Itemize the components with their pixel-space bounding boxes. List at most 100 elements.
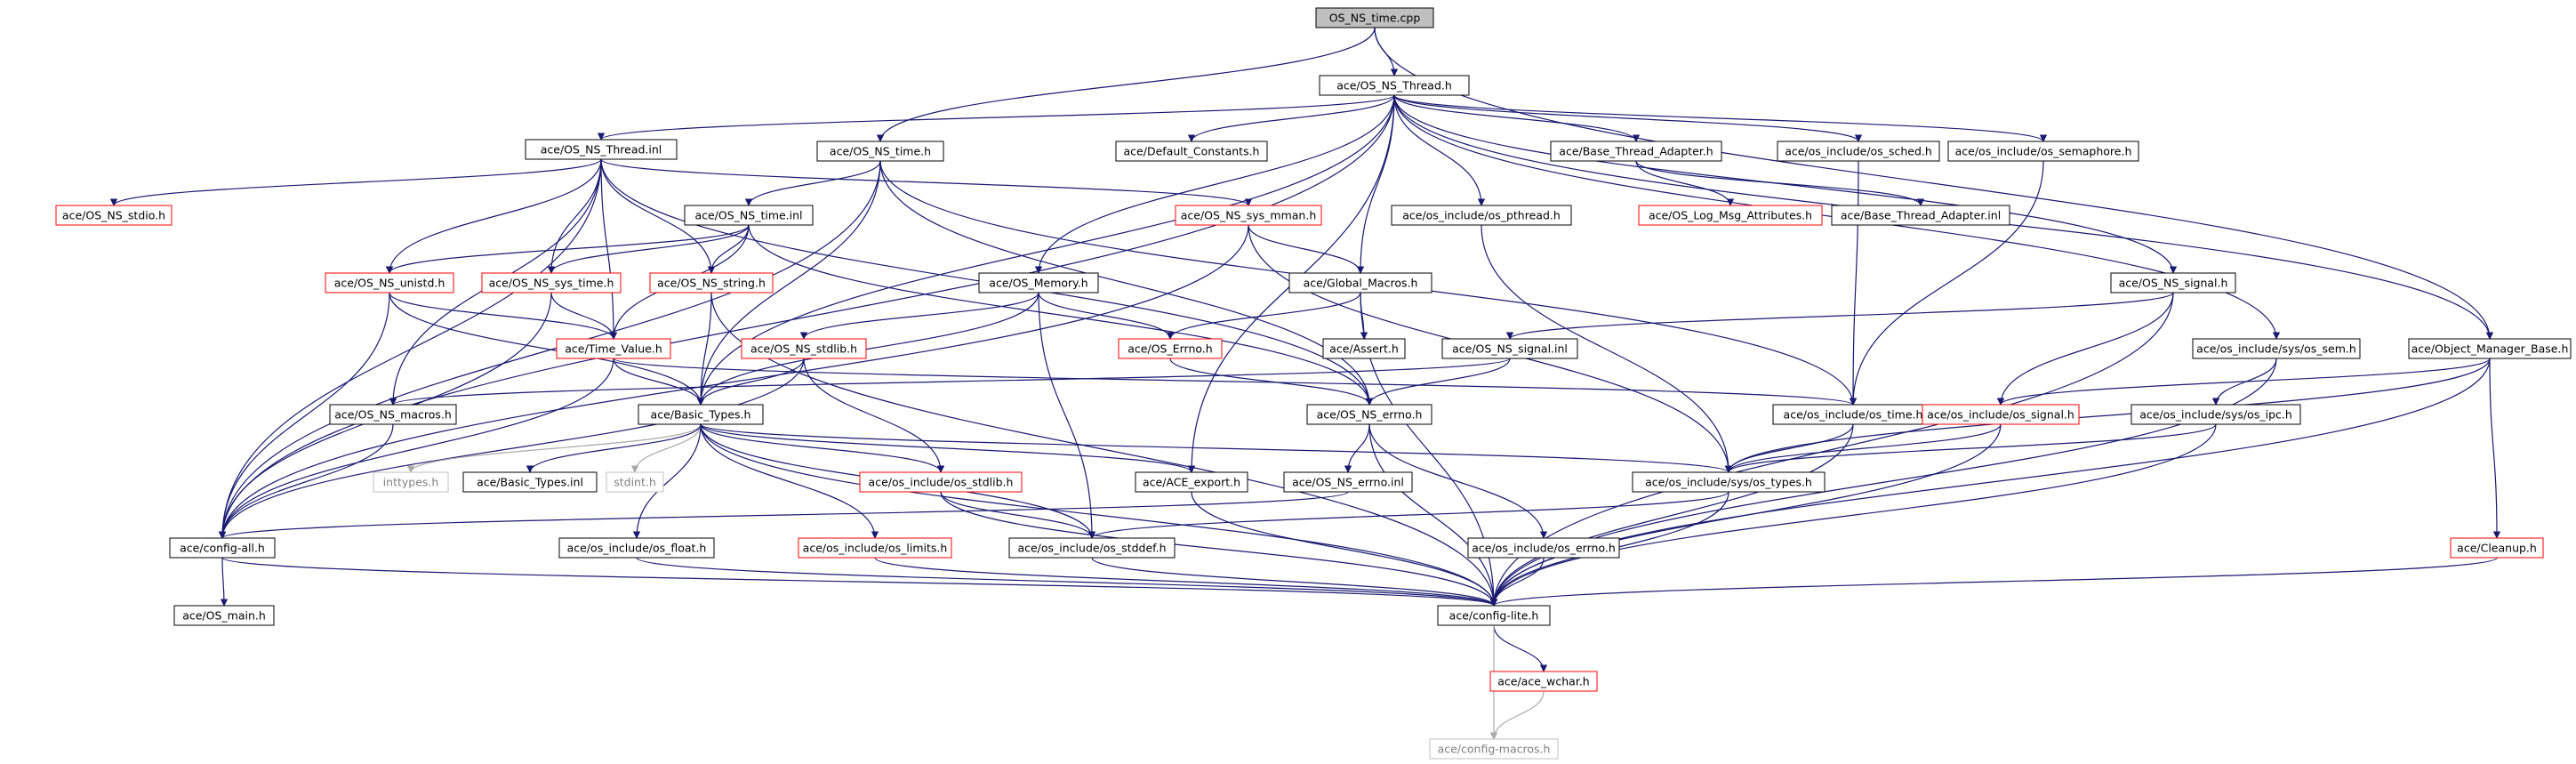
node-os-limits[interactable]: ace/os_include/os_limits.h [798, 537, 952, 559]
node-sys-time[interactable]: ace/OS_NS_sys_time.h [481, 272, 622, 294]
node-string[interactable]: ace/OS_NS_string.h [649, 272, 774, 294]
edge-thread_inl-to-unistd [385, 158, 602, 274]
edge-time_value-to-basic_types_h [613, 358, 705, 406]
node-stdint[interactable]: stdint.h [606, 471, 664, 493]
node-stdlib[interactable]: ace/OS_NS_stdlib.h [741, 338, 867, 359]
node-signal-inl[interactable]: ace/OS_NS_signal.inl [1441, 338, 1578, 359]
node-box [1322, 338, 1406, 359]
node-os-semaphore[interactable]: ace/os_include/os_semaphore.h [1947, 141, 2139, 162]
edge-signal_inl-to-ns_errno_h [1365, 358, 1511, 406]
edge-sys_mman-to-config_all [218, 224, 1249, 539]
edge-memory-to-errno_cls [1038, 292, 1175, 340]
node-box [481, 272, 622, 294]
node-os-sched[interactable]: ace/os_include/os_sched.h [1777, 141, 1940, 162]
edge-os_signal-to-config_lite [1489, 423, 2002, 607]
node-label: ace/OS_NS_signal.h [2119, 277, 2228, 290]
node-thread-h[interactable]: ace/OS_NS_Thread.h [1319, 75, 1470, 96]
edge-thread_inl-to-sys_mman [600, 158, 1252, 206]
edge-ace_export-to-config_lite [1191, 491, 1498, 607]
node-os-stdio[interactable]: ace/OS_NS_stdio.h [55, 205, 173, 226]
edge-basic_types_h-to-stdint [630, 423, 702, 473]
node-cleanup[interactable]: ace/Cleanup.h [2450, 537, 2544, 559]
node-base-thread-adapter-h[interactable]: ace/Base_Thread_Adapter.h [1550, 141, 1722, 162]
node-os-time[interactable]: ace/os_include/os_time.h [1772, 404, 1934, 425]
node-ns-macros[interactable]: ace/OS_NS_macros.h [329, 404, 457, 425]
node-time-h[interactable]: ace/OS_NS_time.h [816, 141, 944, 162]
node-os-float[interactable]: ace/os_include/os_float.h [558, 537, 715, 559]
node-box [2110, 272, 2236, 294]
node-label: ace/os_include/sys/os_types.h [1645, 476, 1812, 489]
node-os-sys-sem[interactable]: ace/os_include/sys/os_sem.h [2192, 338, 2361, 359]
edge-stdlib-to-config_all [218, 358, 805, 539]
node-ace-wchar[interactable]: ace/ace_wchar.h [1489, 671, 1598, 692]
edge-root-to-object_manager_base [1374, 27, 2494, 340]
node-sys-mman[interactable]: ace/OS_NS_sys_mman.h [1175, 205, 1322, 226]
node-errno-cls[interactable]: ace/OS_Errno.h [1118, 338, 1223, 359]
edge-unistd-to-config_all [218, 292, 390, 539]
node-label: ace/OS_NS_errno.h [1317, 408, 1423, 422]
node-root[interactable]: OS_NS_time.cpp [1315, 7, 1434, 28]
node-label: ace/OS_NS_time.inl [694, 209, 802, 222]
node-box [1437, 605, 1551, 626]
edge-thread_inl-to-string [600, 158, 716, 274]
node-basic-types-h[interactable]: ace/Basic_Types.h [638, 404, 764, 425]
node-os-errno[interactable]: ace/os_include/os_errno.h [1467, 537, 1620, 559]
node-os-ipc[interactable]: ace/os_include/sys/os_ipc.h [2131, 404, 2301, 425]
node-os-sys-types[interactable]: ace/os_include/sys/os_types.h [1632, 471, 1826, 493]
node-label: ace/os_include/sys/os_ipc.h [2139, 408, 2292, 422]
node-log-msg-attr[interactable]: ace/OS_Log_Msg_Attributes.h [1638, 205, 1823, 226]
node-global-macros[interactable]: ace/Global_Macros.h [1288, 272, 1432, 294]
node-thread-inl[interactable]: ace/OS_NS_Thread.inl [525, 139, 678, 160]
node-config-lite[interactable]: ace/config-lite.h [1437, 605, 1551, 626]
node-os-main[interactable]: ace/OS_main.h [173, 605, 275, 626]
edge-ns_errno_h-to-os_errno [1368, 423, 1548, 539]
edge-base_thread_adapter_h-to-log_msg_attr [1635, 160, 1735, 206]
edge-config_all-to-config_lite [221, 557, 1497, 607]
node-label: ace/OS_NS_signal.inl [1452, 342, 1568, 356]
node-object-manager-base[interactable]: ace/Object_Manager_Base.h [2408, 338, 2572, 359]
node-box [978, 272, 1099, 294]
node-base-thread-adapter-inl[interactable]: ace/Base_Thread_Adapter.inl [1831, 205, 2010, 226]
node-time-value[interactable]: ace/Time_Value.h [556, 338, 671, 359]
node-box [173, 605, 275, 626]
node-box [1319, 75, 1470, 96]
node-ace-export[interactable]: ace/ACE_export.h [1135, 471, 1248, 493]
node-box [606, 471, 664, 493]
edge-time_h-to-time_inl [744, 160, 881, 206]
node-ns-errno-inl[interactable]: ace/OS_NS_errno.inl [1283, 471, 1413, 493]
node-os-stddef[interactable]: ace/os_include/os_stddef.h [1008, 537, 1176, 559]
node-os-signal[interactable]: ace/os_include/os_signal.h [1922, 404, 2080, 425]
node-assert[interactable]: ace/Assert.h [1322, 338, 1406, 359]
node-memory[interactable]: ace/OS_Memory.h [978, 272, 1099, 294]
edge-memory-to-stdlib [799, 292, 1039, 340]
edge-thread_h-to-os_semaphore [1393, 94, 2047, 142]
edge-os_sched-to-os_time [1849, 160, 1859, 406]
edges-layer [109, 27, 2501, 740]
node-os-pthread[interactable]: ace/os_include/os_pthread.h [1391, 205, 1572, 226]
node-label: ace/os_include/os_signal.h [1927, 408, 2074, 422]
node-label: ace/OS_NS_Thread.inl [541, 143, 662, 157]
node-unistd[interactable]: ace/OS_NS_unistd.h [325, 272, 454, 294]
node-label: ace/ACE_export.h [1143, 476, 1240, 489]
node-os-stdlib[interactable]: ace/os_include/os_stdlib.h [859, 471, 1023, 493]
node-label: ace/os_include/os_semaphore.h [1955, 145, 2132, 158]
node-box [2131, 404, 2301, 425]
node-label: ace/os_include/os_time.h [1784, 408, 1923, 422]
node-basic-types-inl[interactable]: ace/Basic_Types.inl [462, 471, 598, 493]
node-box [462, 471, 598, 493]
node-label: ace/os_include/sys/os_sem.h [2196, 342, 2356, 356]
edge-ns_macros-to-config_all [218, 423, 394, 539]
edge-ns_errno_inl-to-config_all [219, 491, 1349, 539]
node-inttypes[interactable]: inttypes.h [373, 471, 449, 493]
node-config-all[interactable]: ace/config-all.h [169, 537, 276, 559]
node-signal-h[interactable]: ace/OS_NS_signal.h [2110, 272, 2236, 294]
node-ns-errno-h[interactable]: ace/OS_NS_errno.h [1306, 404, 1432, 425]
edge-os_signal-to-os_sys_types [1724, 423, 2002, 473]
node-config-macros[interactable]: ace/config-macros.h [1429, 738, 1559, 760]
node-label: ace/Default_Constants.h [1124, 145, 1260, 158]
edge-errno_cls-to-ns_errno_h [1169, 358, 1374, 406]
node-default-constants[interactable]: ace/Default_Constants.h [1115, 141, 1268, 162]
node-box [2450, 537, 2544, 559]
node-time-inl[interactable]: ace/OS_NS_time.inl [684, 205, 814, 226]
node-box [859, 471, 1023, 493]
